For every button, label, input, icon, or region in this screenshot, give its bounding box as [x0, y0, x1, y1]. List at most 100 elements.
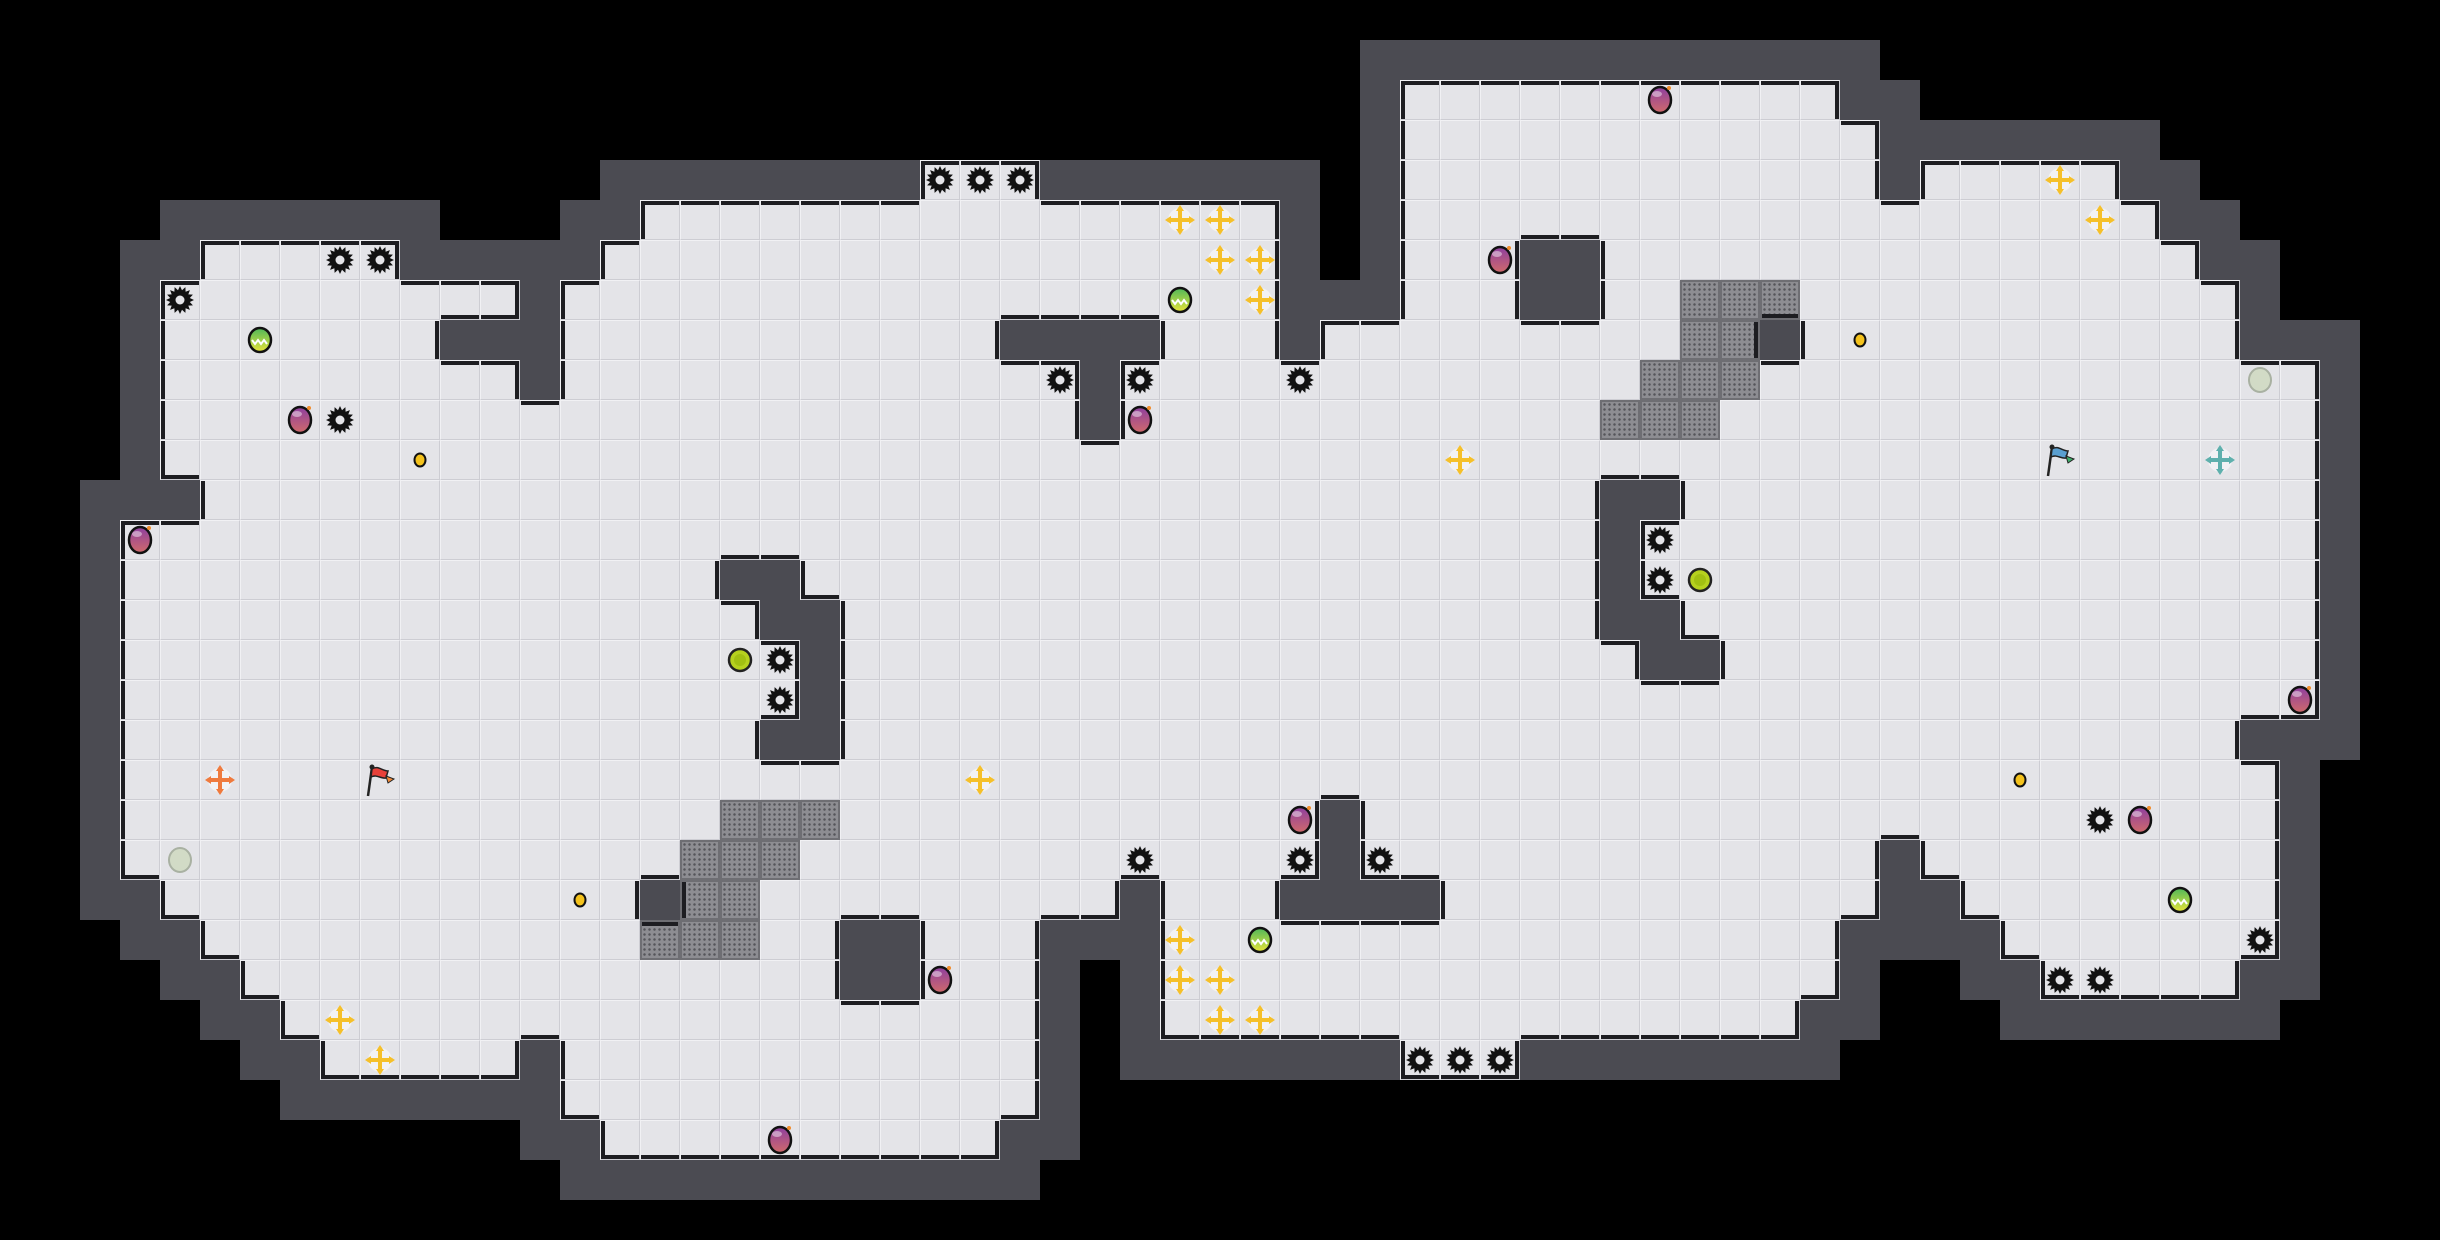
bomb-icon	[920, 960, 960, 1000]
floor-tile	[1200, 400, 1240, 440]
wall-tile	[1120, 920, 1160, 960]
floor-tile	[1720, 960, 1760, 1000]
metal-grate-tile	[1760, 280, 1800, 320]
floor-tile	[560, 1000, 600, 1040]
floor-tile	[1320, 960, 1360, 1000]
floor-tile	[960, 1120, 1000, 1160]
wall-tile	[1960, 120, 2000, 160]
floor-tile	[680, 600, 720, 640]
floor-tile	[2080, 160, 2120, 200]
floor-tile	[2280, 520, 2320, 560]
floor-tile	[2040, 240, 2080, 280]
floor-tile	[1400, 800, 1440, 840]
floor-tile	[1880, 560, 1920, 600]
spike-mine-icon	[760, 680, 800, 720]
floor-tile	[1880, 320, 1920, 360]
floor-tile	[360, 280, 400, 320]
floor-tile	[2040, 800, 2080, 840]
floor-tile	[1840, 720, 1880, 760]
floor-tile	[1040, 680, 1080, 720]
floor-tile	[280, 360, 320, 400]
wall-tile	[920, 1160, 960, 1200]
floor-tile	[1960, 360, 2000, 400]
spike-mine-icon	[1120, 840, 1160, 880]
floor-tile	[280, 800, 320, 840]
wall-tile	[80, 720, 120, 760]
floor-tile	[1440, 400, 1480, 440]
floor-tile	[1320, 680, 1360, 720]
floor-tile	[1880, 400, 1920, 440]
floor-tile	[1480, 280, 1520, 320]
floor-tile	[120, 840, 160, 880]
wall-tile	[1360, 1040, 1400, 1080]
wall-tile	[1880, 80, 1920, 120]
floor-tile	[240, 840, 280, 880]
floor-tile	[1120, 520, 1160, 560]
wall-tile	[1000, 1120, 1040, 1160]
floor-tile	[400, 1000, 440, 1040]
floor-tile	[1080, 520, 1120, 560]
floor-tile	[1360, 760, 1400, 800]
floor-tile	[840, 800, 880, 840]
floor-tile	[120, 600, 160, 640]
floor-tile	[1160, 1000, 1200, 1040]
floor-tile	[1960, 400, 2000, 440]
floor-tile	[1080, 440, 1120, 480]
metal-grate-tile	[720, 880, 760, 920]
floor-tile	[440, 1040, 480, 1080]
floor-tile	[400, 320, 440, 360]
floor-tile	[2120, 960, 2160, 1000]
floor-tile	[1480, 520, 1520, 560]
striped-ball-icon	[240, 320, 280, 360]
floor-tile	[400, 920, 440, 960]
floor-tile	[2160, 280, 2200, 320]
wall-tile	[520, 1120, 560, 1160]
floor-tile	[1320, 320, 1360, 360]
wall-tile	[1880, 840, 1920, 880]
floor-tile	[920, 400, 960, 440]
floor-tile	[1320, 920, 1360, 960]
floor-tile	[1640, 920, 1680, 960]
floor-tile	[2200, 640, 2240, 680]
floor-tile	[2200, 480, 2240, 520]
floor-tile	[280, 520, 320, 560]
floor-tile	[720, 640, 760, 680]
floor-tile	[1240, 560, 1280, 600]
floor-tile	[2080, 320, 2120, 360]
floor-tile	[360, 520, 400, 560]
cross-pickup-icon	[1240, 240, 1280, 280]
floor-tile	[2120, 840, 2160, 880]
wall-tile	[2160, 200, 2200, 240]
floor-tile	[1400, 360, 1440, 400]
wall-tile	[120, 280, 160, 320]
floor-tile	[280, 960, 320, 1000]
floor-tile	[1480, 200, 1520, 240]
floor-tile	[400, 680, 440, 720]
floor-tile	[1840, 400, 1880, 440]
floor-tile	[1280, 640, 1320, 680]
floor-tile	[1600, 640, 1640, 680]
floor-tile	[440, 640, 480, 680]
floor-tile	[1080, 480, 1120, 520]
floor-tile	[1760, 200, 1800, 240]
floor-tile	[1880, 440, 1920, 480]
floor-tile	[1280, 1000, 1320, 1040]
floor-tile	[2240, 520, 2280, 560]
floor-tile	[520, 800, 560, 840]
floor-tile	[1280, 520, 1320, 560]
wall-tile	[1240, 160, 1280, 200]
floor-tile	[360, 480, 400, 520]
wall-tile	[1920, 880, 1960, 920]
floor-tile	[560, 960, 600, 1000]
wall-tile	[1840, 40, 1880, 80]
floor-tile	[1160, 240, 1200, 280]
floor-tile	[2200, 880, 2240, 920]
floor-tile	[680, 360, 720, 400]
floor-tile	[2080, 880, 2120, 920]
floor-tile	[360, 400, 400, 440]
wall-tile	[2320, 480, 2360, 520]
floor-tile	[1360, 560, 1400, 600]
floor-tile	[240, 280, 280, 320]
wall-tile	[1040, 1080, 1080, 1120]
floor-tile	[480, 680, 520, 720]
